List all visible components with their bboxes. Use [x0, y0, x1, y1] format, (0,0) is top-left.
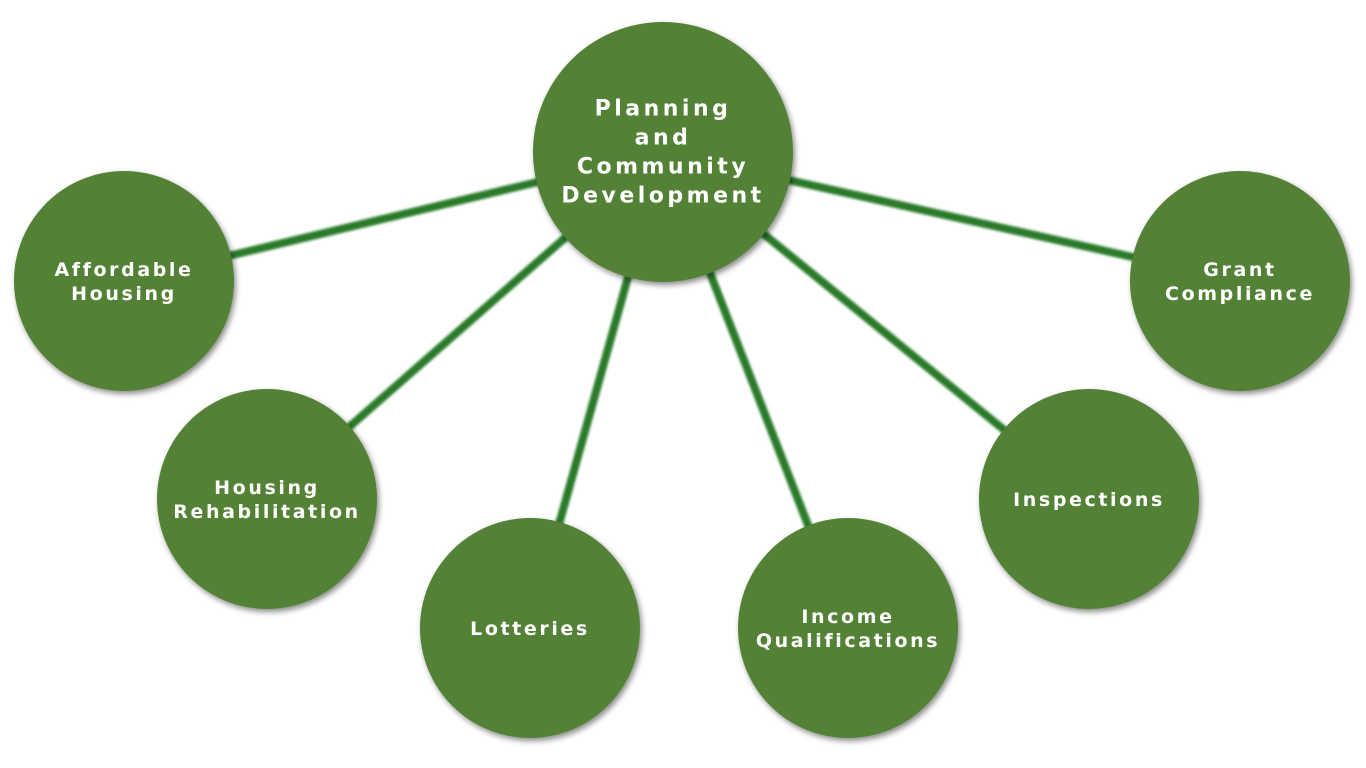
- node-housing-rehabilitation-circle: [157, 389, 377, 609]
- node-housing-rehabilitation-label: Housing: [214, 477, 320, 499]
- node-grant-compliance-label: Grant: [1203, 259, 1276, 281]
- node-inspections: Inspections: [979, 389, 1199, 609]
- node-lotteries-circle: [420, 518, 640, 738]
- node-inspections-label: Inspections: [1013, 489, 1165, 511]
- center-node-planning-label: Planning: [595, 97, 732, 122]
- node-lotteries: Lotteries: [420, 518, 640, 738]
- node-affordable-housing-label: Housing: [71, 283, 177, 305]
- node-grant-compliance-circle: [1130, 171, 1350, 391]
- node-income-qualifications-circle: [738, 518, 958, 738]
- center-node-planning-label: Community: [577, 155, 749, 180]
- node-affordable-housing-label: Affordable: [54, 259, 193, 281]
- node-lotteries-label: Lotteries: [470, 618, 590, 640]
- center-node-planning-label: and: [635, 126, 692, 151]
- node-income-qualifications-label: Qualifications: [756, 630, 940, 652]
- center-node-planning-circle: [533, 22, 793, 282]
- node-inspections-circle: [979, 389, 1199, 609]
- node-income-qualifications-label: Income: [801, 606, 894, 628]
- node-grant-compliance-label: Compliance: [1165, 283, 1315, 305]
- node-affordable-housing-circle: [14, 171, 234, 391]
- center-node-planning-label: Development: [561, 184, 764, 209]
- node-housing-rehabilitation-label: Rehabilitation: [173, 501, 360, 523]
